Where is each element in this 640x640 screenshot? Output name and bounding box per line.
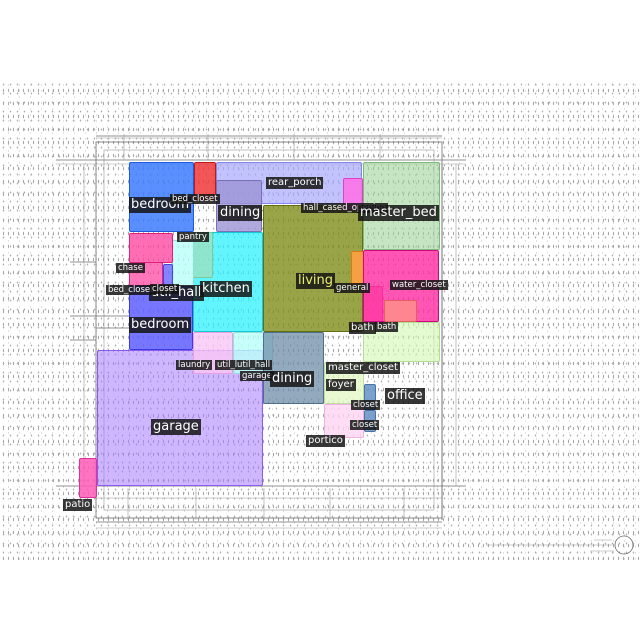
label-patio: patio — [63, 499, 93, 511]
label-closet-b: closet — [350, 420, 380, 431]
label-laundry: laundry — [176, 360, 213, 371]
label-portico: portico — [306, 435, 345, 447]
label-living: living — [296, 273, 336, 289]
label-kitchen: kitchen — [200, 281, 252, 297]
label-office: office — [385, 388, 425, 404]
label-dining-bottom: dining — [270, 371, 315, 387]
label-pantry: pantry — [177, 232, 209, 243]
label-closet-mid: closet — [150, 284, 180, 295]
region-dining-bottom — [263, 332, 324, 404]
label-foyer: foyer — [326, 379, 356, 391]
label-master-bed: master_bed — [358, 205, 439, 221]
region-chase — [129, 233, 173, 263]
label-chase: chase — [116, 263, 145, 274]
region-patio — [79, 458, 97, 498]
label-bed-closet-top: bed_closet — [170, 194, 220, 205]
label-closet-a: closet — [351, 400, 381, 411]
label-hall-cased-opening: hall_cased_opening — [301, 203, 389, 214]
label-garage: garage — [151, 419, 201, 435]
label-dining-top: dining — [218, 205, 263, 221]
label-util-util-hall: util_lutil_hall — [215, 360, 273, 371]
region-living — [263, 205, 363, 332]
label-bedroom-bottom: bedroom — [129, 317, 192, 333]
label-bath-left: bath — [349, 322, 376, 334]
label-general: general — [334, 283, 371, 294]
label-rear-porch: rear_porch — [266, 177, 324, 189]
label-master-closet: master_closet — [326, 362, 400, 374]
label-bath-right: bath — [375, 322, 399, 333]
label-water-closet: water_closet — [390, 280, 448, 291]
label-bed-closet-left: bed_closet — [106, 285, 156, 296]
region-bath-right — [384, 300, 417, 322]
label-garage-small: garage — [240, 371, 274, 382]
